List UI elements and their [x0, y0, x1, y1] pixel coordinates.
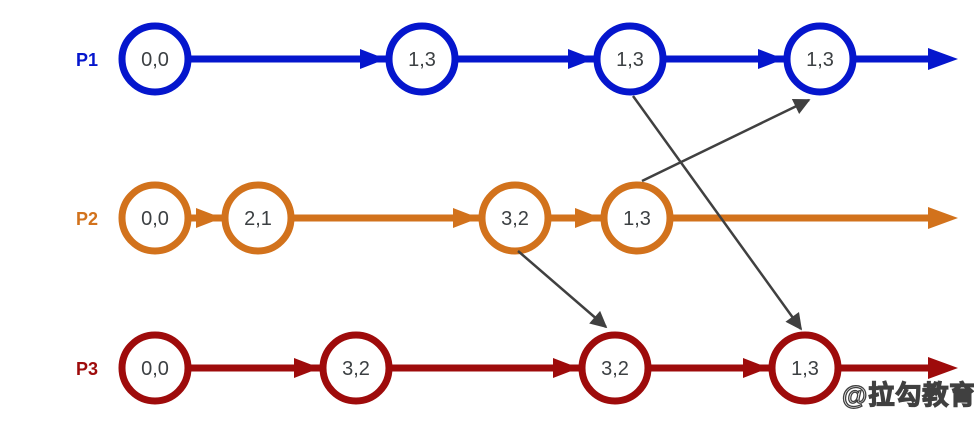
process-lane-p3: P3 0,0 3,2 3,2 1,3 [76, 331, 958, 405]
event-clock-value: 1,3 [806, 49, 834, 71]
message-arrow-p2-to-p3 [517, 250, 608, 329]
watermark: @拉勾教育 [842, 380, 974, 410]
event-node [593, 22, 667, 96]
timeline-arrowhead-icon [453, 208, 479, 228]
event-node [118, 331, 192, 405]
event-node [768, 331, 842, 405]
timeline-arrowhead-icon [553, 358, 579, 378]
event-clock-value: 1,3 [616, 49, 644, 71]
event-clock-value: 0,0 [141, 358, 169, 380]
event-node [478, 181, 552, 255]
timeline-arrowhead-icon [196, 208, 222, 228]
event-clock-value: 2,1 [244, 208, 272, 230]
event-clock-value: 3,2 [601, 358, 629, 380]
event-node [118, 181, 192, 255]
event-node [319, 331, 393, 405]
event-node [600, 181, 674, 255]
event-clock-value: 3,2 [342, 358, 370, 380]
event-clock-value: 1,3 [408, 49, 436, 71]
event-clock-value: 1,3 [623, 208, 651, 230]
event-node [221, 181, 295, 255]
process-label-p2: P2 [76, 209, 98, 229]
event-node [783, 22, 857, 96]
event-clock-value: 1,3 [791, 358, 819, 380]
message-arrow-p2-to-p1 [641, 98, 811, 183]
timeline-arrowhead-icon [568, 49, 594, 69]
event-clock-value: 0,0 [141, 208, 169, 230]
timeline-arrowhead-icon [758, 49, 784, 69]
timeline-end-arrowhead-icon [928, 207, 958, 229]
timeline-end-arrowhead-icon [928, 357, 958, 379]
message-arrows [517, 95, 811, 331]
event-clock-value: 0,0 [141, 49, 169, 71]
event-node [578, 331, 652, 405]
message-arrow-p1-to-p3 [631, 95, 803, 331]
timeline-arrowhead-icon [294, 358, 320, 378]
timeline-arrowhead-icon [360, 49, 386, 69]
process-lane-p2: P2 0,0 2,1 3,2 1,3 [76, 181, 958, 255]
event-clock-value: 3,2 [501, 208, 529, 230]
process-lane-p1: P1 0,0 1,3 1,3 1,3 [76, 22, 958, 96]
event-node [118, 22, 192, 96]
timeline-arrowhead-icon [743, 358, 769, 378]
event-node [385, 22, 459, 96]
timeline-end-arrowhead-icon [928, 48, 958, 70]
process-label-p3: P3 [76, 359, 98, 379]
timeline-arrowhead-icon [575, 208, 601, 228]
process-label-p1: P1 [76, 50, 98, 70]
